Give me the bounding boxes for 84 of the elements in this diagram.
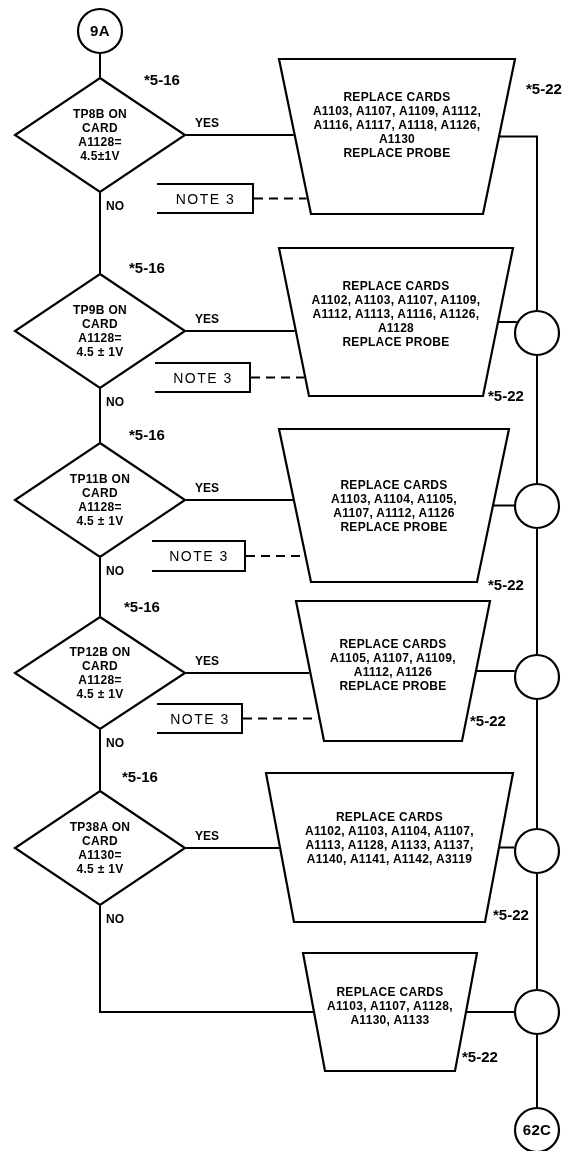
decision-diamond — [14, 77, 186, 193]
connector-line — [536, 699, 538, 829]
card-list: A1105, A1107, A1109, A1112, A1126 — [323, 651, 463, 679]
note-box — [157, 703, 243, 734]
connector-line — [185, 672, 311, 674]
action-text: REPLACE CARDS — [335, 985, 445, 999]
reference-label: *5-22 — [488, 387, 524, 404]
connector-line — [536, 873, 538, 990]
connector-label: 62C — [522, 1123, 552, 1137]
dashed-connector — [253, 197, 308, 200]
connector-line — [536, 528, 538, 655]
edge-label: YES — [194, 654, 220, 668]
connector-line — [476, 670, 516, 672]
note-text: NOTE 3 — [175, 191, 236, 206]
edge-label: NO — [105, 395, 125, 409]
connector-line — [99, 905, 314, 1013]
card-list: A1103, A1104, A1105, A1107, A1112, A1126 — [319, 491, 469, 520]
note-text: NOTE 3 — [170, 711, 230, 726]
junction-circle — [514, 654, 560, 700]
connector-line — [99, 729, 101, 791]
connector-line — [185, 134, 295, 136]
connector-line — [466, 1011, 515, 1013]
reference-label: *5-16 — [122, 768, 158, 785]
action-text: REPLACE PROBE — [339, 519, 449, 534]
card-list: A1102, A1103, A1107, A1109, A1112, A1113, A1116, A1126, A1128 — [311, 293, 481, 335]
connector-line — [498, 321, 518, 323]
reference-label: *5-22 — [470, 712, 506, 729]
connector-line — [536, 1034, 538, 1108]
connector-line — [499, 135, 538, 311]
note-box — [152, 540, 246, 572]
junction-circle — [514, 828, 560, 874]
connector-line — [493, 504, 515, 507]
edge-label: NO — [105, 199, 125, 213]
edge-label: YES — [194, 116, 220, 130]
connector-line — [99, 557, 101, 617]
junction-circle — [514, 989, 560, 1035]
action-text: REPLACE PROBE — [342, 145, 452, 160]
decision-diamond — [14, 790, 186, 906]
edge-label: YES — [194, 312, 220, 326]
reference-label: *5-16 — [129, 259, 165, 276]
action-text: REPLACE CARDS — [341, 279, 451, 293]
action-text: REPLACE CARDS — [338, 637, 448, 651]
note-text: NOTE 3 — [173, 370, 233, 385]
reference-label: *5-16 — [144, 71, 180, 88]
edge-label: YES — [194, 829, 220, 843]
reference-label: *5-22 — [526, 80, 562, 97]
decision-text: TP8B ON CARD A1128= 4.5±1V — [71, 107, 129, 163]
reference-label: *5-22 — [488, 576, 524, 593]
action-text: REPLACE CARDS — [339, 477, 449, 492]
action-text: REPLACE CARDS — [334, 809, 445, 824]
connector-line — [185, 499, 294, 501]
connector-line — [99, 388, 101, 443]
reference-label: *5-16 — [124, 598, 160, 615]
connector-line — [99, 192, 101, 274]
junction-circle — [514, 483, 560, 529]
connector-circle — [77, 8, 123, 54]
action-text: REPLACE PROBE — [341, 335, 451, 349]
card-list: A1103, A1107, A1128, A1130, A1133 — [325, 999, 455, 1027]
edge-label: NO — [105, 912, 125, 926]
note-box — [155, 362, 251, 393]
junction-circle — [514, 310, 560, 356]
action-box — [278, 58, 516, 215]
decision-text: TP38A ON CARD A1130= 4.5 ± 1V — [69, 820, 131, 876]
action-text: REPLACE CARDS — [342, 89, 452, 104]
action-text: REPLACE PROBE — [338, 679, 448, 693]
decision-text: TP9B ON CARD A1128= 4.5 ± 1V — [71, 303, 129, 359]
dashed-connector — [250, 376, 305, 379]
note-text: NOTE 3 — [169, 549, 229, 563]
connector-line — [536, 355, 538, 484]
card-list: A1103, A1107, A1109, A1112, A1116, A1117, A1118, A1126, A1130 — [312, 103, 482, 146]
note-box — [157, 183, 254, 214]
card-list: A1102, A1103, A1104, A1107, A1113, A1128, A1133, A1137, A1140, A1141, A1142, A3119 — [289, 823, 490, 866]
connector-label: 9A — [90, 24, 110, 38]
reference-label: *5-22 — [462, 1048, 498, 1065]
decision-text: TP12B ON CARD A1128= 4.5 ± 1V — [69, 645, 131, 701]
connector-line — [99, 53, 101, 78]
connector-line — [499, 846, 516, 849]
reference-label: *5-22 — [493, 906, 529, 923]
edge-label: YES — [194, 481, 220, 495]
reference-label: *5-16 — [129, 426, 165, 443]
decision-text: TP11B ON CARD A1128= 4.5 ± 1V — [69, 472, 131, 528]
connector-line — [185, 330, 296, 332]
edge-label: NO — [105, 736, 125, 750]
edge-label: NO — [105, 564, 125, 578]
